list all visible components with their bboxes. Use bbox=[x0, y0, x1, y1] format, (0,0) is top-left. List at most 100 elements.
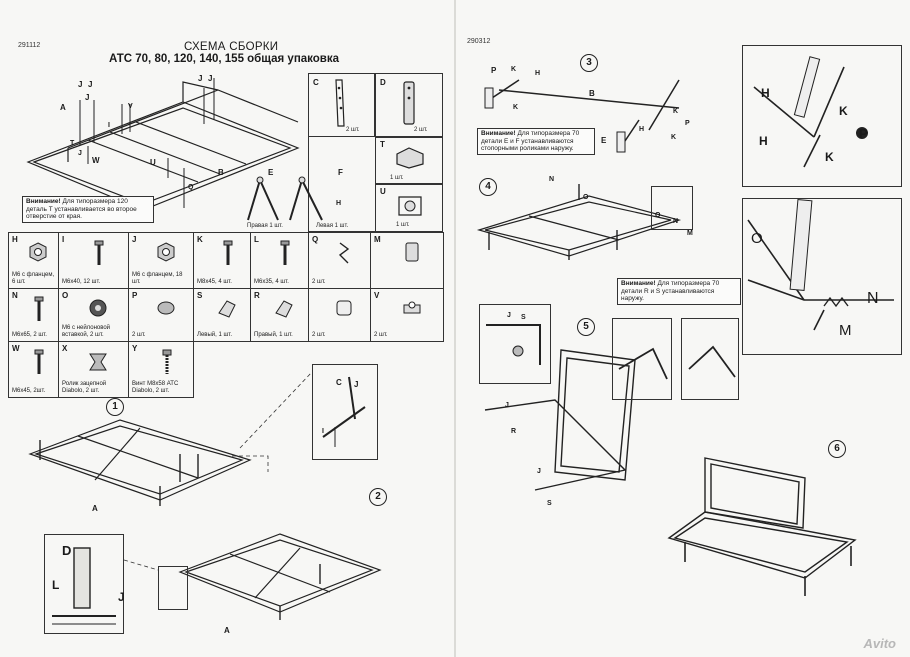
step-4-badge: 4 bbox=[479, 178, 497, 196]
part-description: 2 шт. bbox=[374, 331, 388, 338]
part-letter: I bbox=[62, 235, 65, 244]
part-t-cell bbox=[375, 137, 443, 184]
step-2-badge: 2 bbox=[369, 488, 387, 506]
part-t-letter: T bbox=[380, 140, 385, 149]
part-t-icon bbox=[396, 147, 424, 169]
frame-label-b: B bbox=[218, 168, 224, 177]
bolt-icon bbox=[94, 240, 104, 265]
frame-label-j2: J bbox=[88, 80, 93, 89]
part-f-caption: Левая 1 шт. bbox=[316, 223, 349, 229]
part-description: 2 шт. bbox=[312, 278, 326, 285]
part-description: M8x45, 4 шт. bbox=[197, 278, 232, 285]
step-5-label-j: J bbox=[507, 312, 511, 319]
part-letter: O bbox=[62, 291, 69, 300]
part-d-icon bbox=[403, 81, 415, 125]
part-description: M6x65, 2 шт. bbox=[12, 331, 47, 338]
detail-d-l-box bbox=[44, 534, 124, 634]
detail-3-drawing bbox=[753, 56, 868, 168]
leader-dashed-lines bbox=[123, 371, 313, 571]
right-warning-note-2: Внимание! Для типоразмера 70 детали R и … bbox=[617, 278, 741, 305]
step-3-label-k: K bbox=[511, 66, 517, 73]
frame-label-v: V bbox=[128, 103, 133, 110]
part-letter: Q bbox=[312, 235, 319, 244]
left-page-code: 291112 bbox=[18, 42, 41, 49]
spring-clip-icon bbox=[338, 242, 350, 264]
detail-4-label-n: N bbox=[867, 290, 879, 307]
detail-3-label-k: K bbox=[839, 104, 848, 118]
frame-label-w: W bbox=[92, 156, 100, 165]
part-description: 2 шт. bbox=[312, 331, 326, 338]
detail-3-label-p: P bbox=[859, 126, 868, 141]
part-d-qty: 2 шт. bbox=[414, 127, 428, 133]
bracket-icon bbox=[275, 300, 293, 318]
part-letter: M bbox=[374, 235, 381, 244]
detail-label-j2: J bbox=[118, 590, 125, 604]
part-c-cell bbox=[308, 73, 375, 137]
detail-3-box bbox=[742, 45, 902, 187]
right-page-code: 290312 bbox=[467, 38, 491, 45]
right-warning-note-1: Внимание! Для типоразмера 70 детали E и … bbox=[477, 128, 595, 155]
detail-4-drawing bbox=[747, 199, 894, 331]
part-u-qty: 1 шт. bbox=[396, 222, 410, 228]
bushing-icon bbox=[405, 242, 419, 262]
part-letter: K bbox=[197, 235, 203, 244]
part-letter: P bbox=[132, 291, 138, 300]
part-c-icon bbox=[335, 79, 345, 127]
step-1-frame-drawing bbox=[28, 419, 252, 506]
bracket-icon bbox=[218, 300, 236, 318]
step-3-drawing bbox=[484, 79, 680, 153]
step-3-label-p2: P bbox=[685, 120, 690, 127]
detail-c-j-drawing bbox=[322, 376, 366, 447]
step-3-label-b: B bbox=[589, 89, 595, 98]
part-description: Правый, 1 шт. bbox=[254, 331, 293, 338]
frame-label-q: Q bbox=[188, 184, 194, 191]
bolt-icon bbox=[34, 349, 44, 374]
step-5-drawing bbox=[484, 349, 636, 491]
detail-3-label-k2: K bbox=[825, 150, 834, 164]
part-d-letter: D bbox=[380, 78, 386, 87]
bolt-icon bbox=[223, 240, 233, 265]
detail-4-label-o: O bbox=[751, 230, 763, 247]
frame-label-j3: J bbox=[198, 74, 203, 83]
detail-3-label-h: H bbox=[761, 86, 770, 100]
part-description: M6 с фланцем, 6 шт. bbox=[12, 272, 55, 285]
part-f-h: H bbox=[336, 200, 342, 207]
step-3-badge: 3 bbox=[580, 54, 598, 72]
step-1-label-a: A bbox=[92, 504, 98, 513]
step-4-detail-small-box bbox=[651, 186, 693, 230]
part-cell: V 2 шт. bbox=[370, 288, 444, 342]
flange-nut-icon bbox=[29, 242, 47, 262]
step-5-label-j2: J bbox=[505, 402, 509, 409]
detail-c-j-box bbox=[312, 364, 378, 460]
left-page: 291112 СХЕМА СБОРКИ АТС 70, 80, 120, 140… bbox=[8, 41, 444, 635]
frame-label-u: U bbox=[150, 158, 156, 167]
step-5-detail-drawing bbox=[486, 324, 541, 365]
roller-icon bbox=[89, 353, 107, 371]
bolt-icon bbox=[280, 240, 290, 265]
step-3-label-e: E bbox=[601, 136, 607, 145]
part-letter: R bbox=[254, 291, 260, 300]
part-letter: Y bbox=[132, 344, 138, 353]
part-letter: X bbox=[62, 344, 68, 353]
hinge-icon bbox=[403, 301, 421, 314]
part-description: Левый, 1 шт. bbox=[197, 331, 233, 338]
step-5-badge: 5 bbox=[577, 318, 595, 336]
step-5-mechanism-box-1 bbox=[612, 318, 672, 400]
part-t-qty: 1 шт. bbox=[390, 175, 404, 181]
detail-3-label-h2: H bbox=[759, 134, 768, 148]
part-e-letter: E bbox=[268, 168, 274, 177]
right-page: 290312 3 P K H B K E K P H K Внимание! Д… bbox=[455, 0, 910, 657]
step-3-label-k2: K bbox=[513, 104, 519, 111]
detail-label-l: L bbox=[52, 578, 60, 592]
part-description: M6 с фланцем, 18 шт. bbox=[132, 272, 183, 285]
step-5-label-s: S bbox=[521, 314, 526, 321]
step-4-label-n2: N bbox=[673, 218, 679, 225]
part-description: M6x45, 2шт. bbox=[12, 387, 46, 394]
step-3-label-k3: K bbox=[673, 108, 679, 115]
part-letter: J bbox=[132, 235, 137, 244]
step-4-label-o2: O bbox=[655, 212, 661, 219]
part-ef-drawing bbox=[247, 176, 323, 221]
part-letter: V bbox=[374, 291, 380, 300]
